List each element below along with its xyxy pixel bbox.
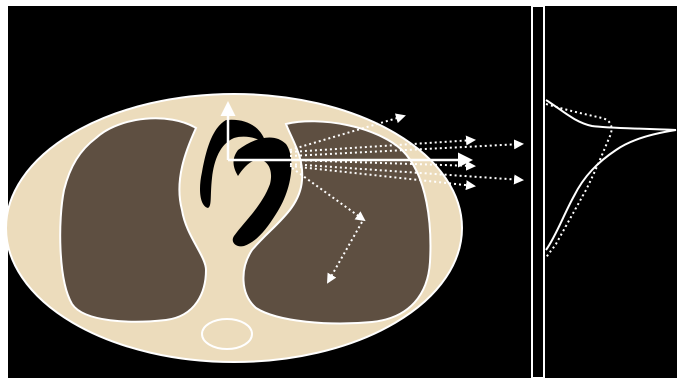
vertebra	[202, 319, 252, 349]
detector-strip	[532, 6, 544, 378]
detector-bar	[532, 6, 544, 378]
